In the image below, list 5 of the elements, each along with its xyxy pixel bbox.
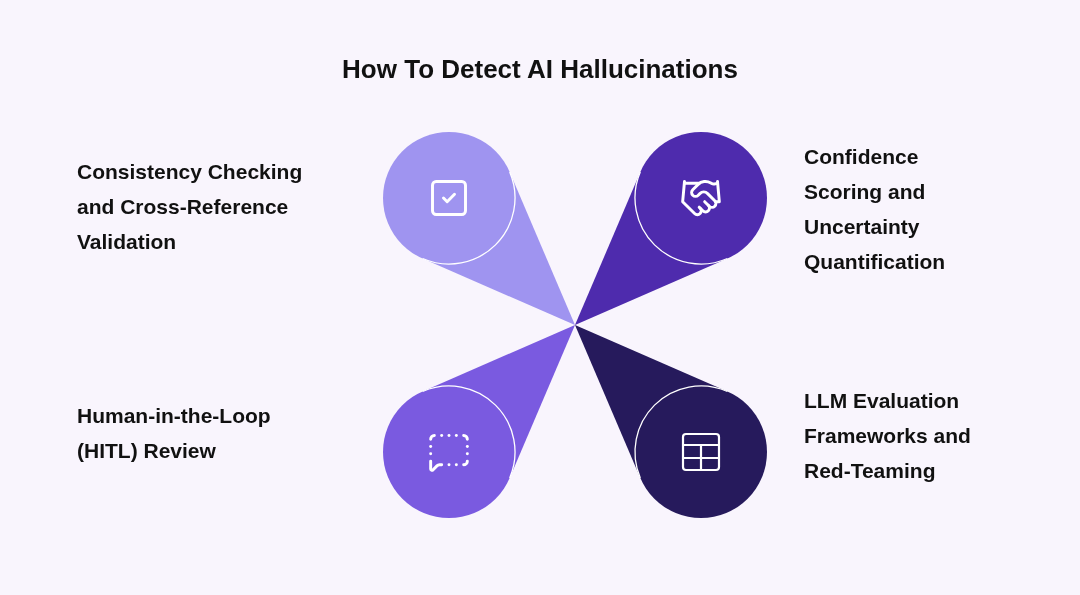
step-label: Human-in-the-Loop (HITL) Review — [77, 403, 272, 464]
title: How To Detect AI Hallucinations — [342, 53, 738, 86]
step-label: Confidence Scoring and Uncertainty Quantification — [804, 144, 947, 275]
step-label: LLM Evaluation Frameworks and Red-Teaming — [804, 388, 972, 484]
step-label: Consistency Checking and Cross-Reference Validation — [77, 159, 304, 255]
